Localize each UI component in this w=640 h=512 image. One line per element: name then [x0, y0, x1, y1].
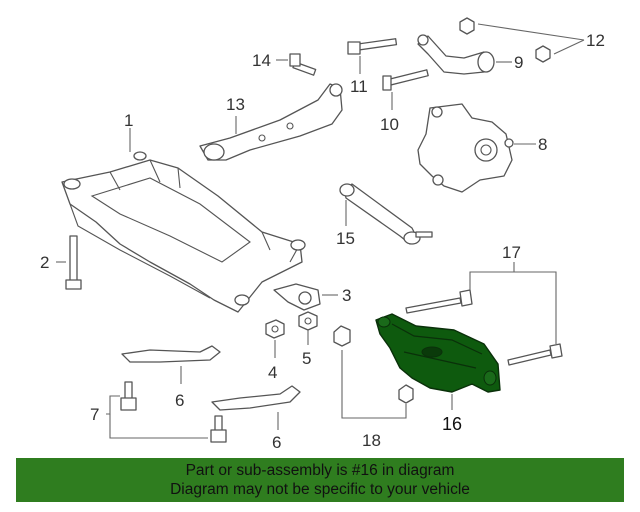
callout-labels: 1 2 3 4 5 6 6 7 8 9 10 11 12 13 14 15 16… [40, 31, 605, 452]
bolt-part-7-lower[interactable] [210, 415, 227, 443]
bolt-part-2[interactable] [65, 235, 82, 290]
bolt-part-14[interactable] [289, 53, 317, 76]
brace-part-6-upper[interactable] [121, 345, 221, 363]
knuckle-part-8[interactable] [417, 103, 514, 193]
subframe-part-1[interactable] [61, 151, 306, 313]
callout-10: 10 [380, 115, 399, 134]
callout-18: 18 [362, 431, 381, 450]
callout-1: 1 [124, 111, 133, 130]
nut-part-4[interactable] [265, 319, 285, 339]
callout-9: 9 [514, 53, 523, 72]
upper-arm-part-9[interactable] [417, 34, 495, 75]
banner-line-2: Diagram may not be specific to your vehi… [170, 481, 470, 498]
nut-part-18-left[interactable] [333, 325, 351, 347]
link-part-15[interactable] [339, 183, 433, 245]
callout-2: 2 [40, 253, 49, 272]
arm-part-13[interactable] [199, 83, 343, 161]
nut-part-18-right[interactable] [398, 384, 414, 404]
callout-13: 13 [226, 95, 245, 114]
leader-lines [56, 23, 585, 439]
callout-6-upper: 6 [175, 391, 184, 410]
callout-5: 5 [302, 349, 311, 368]
bolt-part-17-upper[interactable] [405, 289, 473, 314]
callout-11: 11 [350, 77, 368, 96]
callout-8: 8 [538, 135, 547, 154]
nut-part-5[interactable] [298, 311, 318, 331]
callout-4: 4 [268, 363, 277, 382]
bolt-part-11[interactable] [347, 38, 398, 55]
callout-6-lower: 6 [272, 433, 281, 452]
callout-3: 3 [342, 286, 351, 305]
callout-12: 12 [586, 31, 605, 50]
bolt-part-17-lower[interactable] [507, 343, 563, 366]
nut-part-12-lower[interactable] [535, 45, 551, 63]
callout-15: 15 [336, 229, 355, 248]
callout-14: 14 [252, 51, 271, 70]
callout-16: 16 [442, 414, 462, 434]
callout-7: 7 [90, 405, 99, 424]
bolt-part-10[interactable] [382, 69, 429, 91]
bracket-part-3[interactable] [273, 283, 321, 311]
banner-line-1: Part or sub-assembly is #16 in diagram [185, 462, 455, 479]
brace-part-6-lower[interactable] [211, 385, 301, 411]
arm-part-16-highlighted[interactable] [375, 313, 501, 393]
nut-part-12-upper[interactable] [459, 17, 475, 35]
info-banner: Part or sub-assembly is #16 in diagram D… [16, 458, 624, 502]
callout-17: 17 [502, 243, 521, 262]
bolt-part-7-upper[interactable] [120, 381, 137, 411]
